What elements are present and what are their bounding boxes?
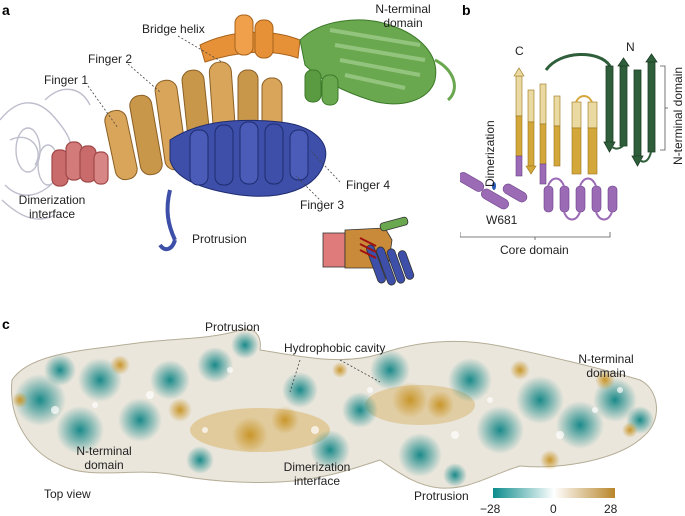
panel-b-topology: [460, 53, 668, 240]
label-finger-1: Finger 1: [44, 73, 89, 87]
label-n-terminal-domain-left: N-terminal domain: [58, 444, 150, 472]
label-protrusion-bottom: Protrusion: [414, 489, 469, 503]
label-dimerization-c-line2: interface: [293, 474, 341, 488]
topology-dimerization: [513, 67, 598, 175]
colorbar-mid-label: 0: [550, 502, 557, 516]
label-top-view: Top view: [44, 487, 91, 501]
colorbar-max-label: 28: [604, 502, 618, 516]
label-finger-4: Finger 4: [346, 178, 391, 192]
surface-teal-patches: [14, 331, 654, 487]
label-n-terminal-domain-right: N-terminal domain: [560, 352, 652, 380]
label-c-terminus: C: [515, 44, 524, 58]
label-dimerization-b: Dimerization: [483, 120, 497, 187]
label-n-terminal-right-line1: N-terminal: [578, 352, 634, 366]
panel-c-surface: [11, 328, 657, 498]
label-protrusion-top: Protrusion: [205, 320, 260, 334]
label-dimerization-c-line1: Dimerization: [283, 460, 351, 474]
colorbar-min-label: −28: [480, 502, 501, 516]
label-hydrophobic-cavity: Hydrophobic cavity: [284, 341, 386, 355]
label-protrusion-a: Protrusion: [192, 232, 247, 246]
label-finger-2: Finger 2: [88, 52, 133, 66]
dimerization-helices: [51, 141, 109, 187]
bridge-helix: [199, 14, 301, 63]
label-n-terminal-line2: domain: [383, 16, 423, 30]
panel-a-structure: [0, 14, 456, 286]
surface-gold-patches: [12, 355, 638, 470]
topology-core: [460, 155, 618, 221]
label-dimerization-interface-c: Dimerization interface: [272, 460, 362, 488]
panel-b-letter: b: [462, 2, 471, 18]
label-n-terminus: N: [626, 40, 635, 54]
label-finger-3: Finger 3: [300, 198, 345, 212]
label-bridge-helix: Bridge helix: [142, 22, 205, 36]
panel-a-letter: a: [2, 2, 10, 18]
label-dimerization-line1: Dimerization: [18, 193, 86, 207]
label-n-terminal-left-line1: N-terminal: [76, 444, 132, 458]
panel-c-letter: c: [2, 316, 10, 332]
label-n-terminal-left-line2: domain: [84, 458, 124, 472]
n-terminal-domain-ribbon: [299, 19, 456, 106]
label-n-terminal-right-line2: domain: [586, 366, 626, 380]
colorbar-gradient: [493, 488, 615, 498]
surface-speckles: [51, 367, 623, 439]
label-dimerization-interface-a: Dimerization interface: [6, 193, 98, 221]
bracket-n-terminal: [660, 65, 668, 151]
label-n-terminal-domain-a: N-terminal domain: [358, 2, 448, 30]
bracket-core: [460, 232, 611, 240]
topology-n-terminal: [544, 53, 658, 167]
label-n-terminal-domain-b: N-terminal domain: [671, 66, 685, 165]
label-dimerization-line2: interface: [28, 207, 76, 221]
label-n-terminal-line1: N-terminal: [375, 2, 431, 16]
finger-domain-blue: [158, 119, 327, 252]
label-w681: W681: [486, 213, 518, 227]
hand-pictogram: [322, 216, 415, 286]
label-core-domain: Core domain: [500, 243, 569, 257]
